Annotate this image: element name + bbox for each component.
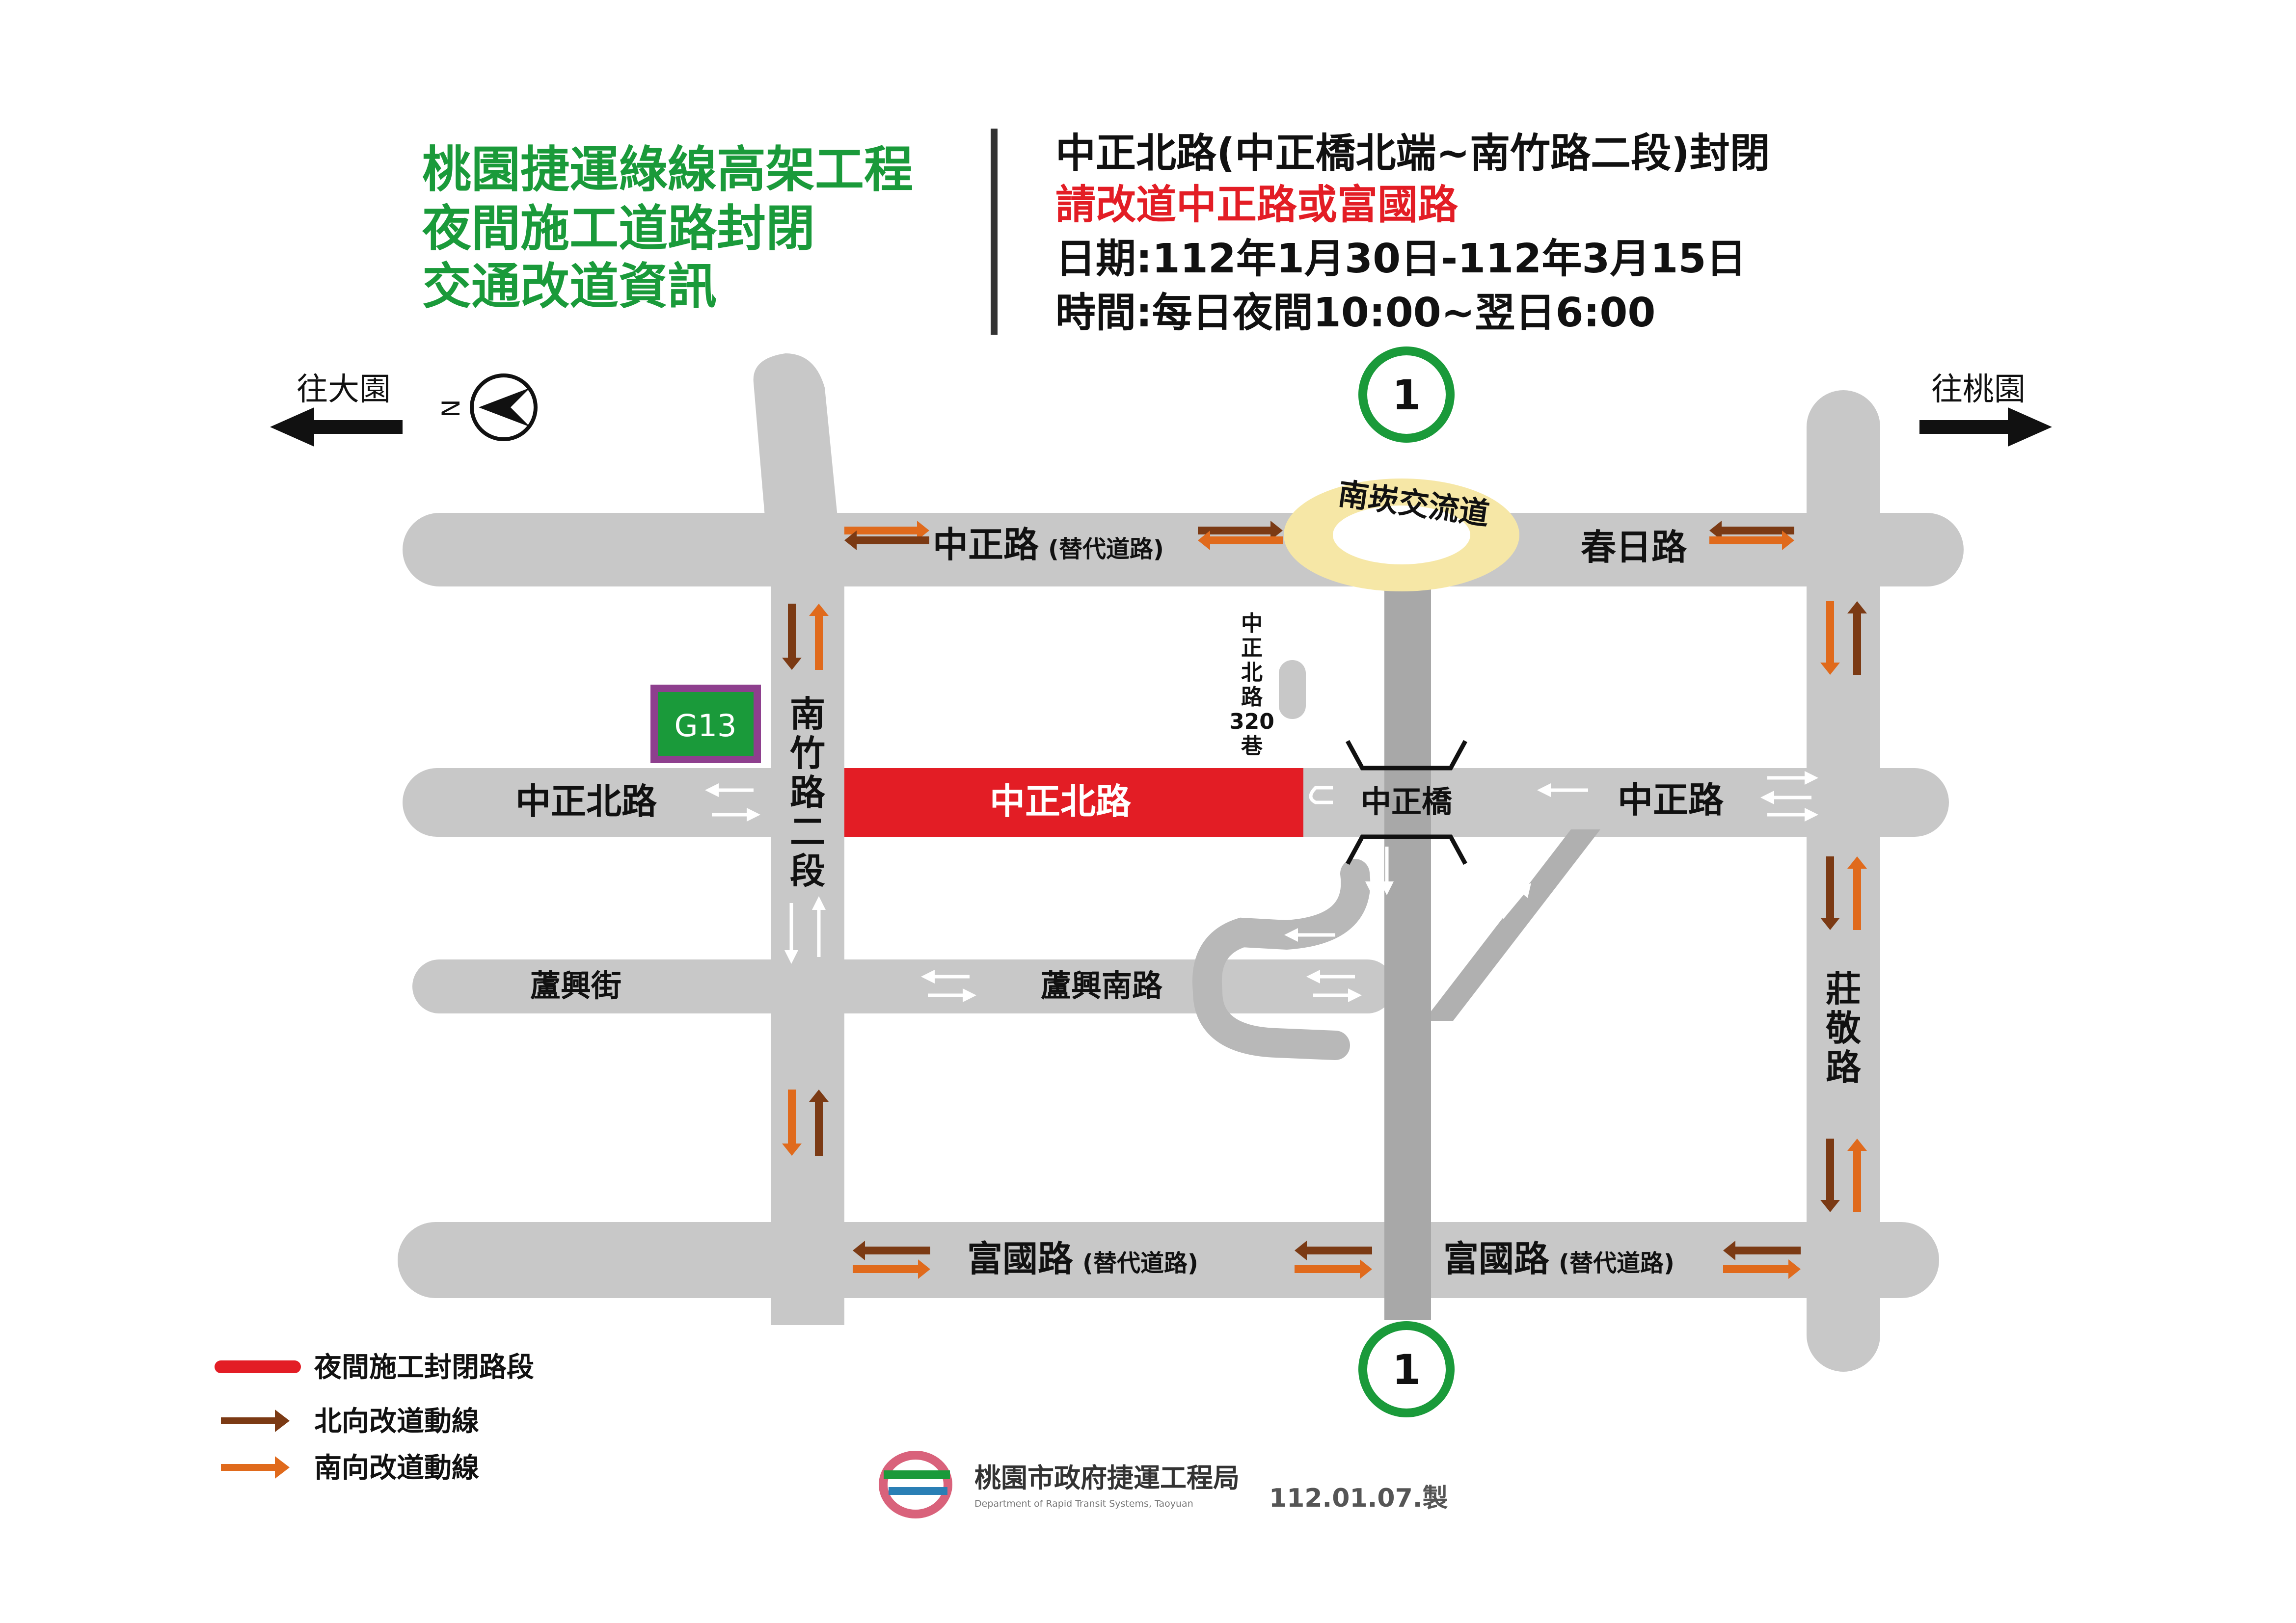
road-zhuangjing [1807,390,1880,1372]
legend-label: 南向改道動線 [314,1452,479,1484]
label-zhongzheng-top-alt: (替代道路) [1048,535,1164,563]
detour-text: 請改道中正路或富國路 [1055,182,1459,228]
road-nanzhu [771,540,844,1325]
title-line-3: 交通改道資訊 [422,258,717,315]
highway-number-bottom: 1 [1392,1346,1421,1394]
legend-item-south: 南向改道動線 [221,1452,479,1484]
highway-shield-bottom: 1 [1358,1321,1455,1417]
time-text: 時間:每日夜間10:00~翌日6:00 [1055,290,1655,336]
label-zhuangjing-char: 敬 [1825,1008,1862,1049]
closed-segment [844,768,1303,837]
label-nanzhu-char: 竹 [790,733,825,774]
label-luxing-s: 蘆興南路 [1041,968,1163,1004]
ramp-diagonal [1424,829,1600,1021]
agency-name-en: Department of Rapid Transit Systems, Tao… [974,1498,1193,1509]
lane-arrow [1501,883,1531,919]
label-fuguo-right: 富國路 [1443,1238,1550,1279]
label-lane-320: 中 正 北 路 320 巷 [1229,611,1274,759]
legend-label: 北向改道動線 [314,1406,479,1437]
label-chunri: 春日路 [1581,527,1687,568]
label-zhongzheng-right: 中正路 [1618,779,1724,821]
label-nanzhu-char: 段 [790,851,825,892]
bridge-label: 中正橋 [1361,784,1453,820]
detour-arrows-fuguo-mid [1295,1241,1372,1279]
legend-label: 夜間施工封閉路段 [314,1352,534,1384]
label-nanzhu-char: 南 [790,693,825,735]
detour-arrows-zhuangjing-1 [1820,601,1867,675]
header-title: 桃園捷運綠線高架工程 夜間施工道路封閉 交通改道資訊 [422,141,913,315]
detour-arrows-zhongzheng-right [1198,521,1283,550]
bridge-icon [1346,740,1467,865]
label-nanzhu-char: 路 [790,772,826,813]
label-zhuangjing-char: 莊 [1826,968,1861,1010]
label-fuguo-right-alt: (替代道路) [1559,1250,1675,1277]
label-lane-char: 路 [1241,685,1263,710]
label-lane-char: 中 [1241,611,1263,636]
closure-text: 中正北路(中正橋北端~南竹路二段)封閉 [1055,130,1770,177]
ramp-loop [1192,859,1371,1060]
title-line-1: 桃園捷運綠線高架工程 [422,141,913,198]
road-nanzhu-top [753,353,844,586]
lane-arrow [1488,877,1518,913]
detour-arrows-zhuangjing-3 [1820,1139,1867,1212]
made-date: 112.01.07.製 [1269,1484,1448,1513]
detour-arrows-zhongzheng-left [844,521,929,550]
interchange: 南崁交流道 [1284,476,1519,591]
date-text: 日期:112年1月30日-112年3月15日 [1055,236,1747,282]
legend: 夜間施工封閉路段 北向改道動線 南向改道動線 [215,1352,534,1484]
title-line-2: 夜間施工道路封閉 [422,200,815,257]
highway-shield-top: 1 [1358,346,1455,443]
east-arrow-icon [1919,407,2052,447]
label-zhongzheng-north: 中正北路 [515,781,657,822]
detour-arrows-chunri [1709,521,1794,550]
detour-arrows-zhuangjing-2 [1820,856,1867,930]
label-nanzhu: 南 竹 路 二 段 [790,693,826,892]
highway-1 [1384,555,1431,1320]
label-lane-char: 巷 [1241,734,1263,759]
west-arrow-icon [270,407,403,447]
lane-320 [1279,660,1306,719]
agency-name: 桃園市政府捷運工程局 [974,1463,1240,1493]
station-g13: G13 [650,685,761,763]
road-zhongzheng-top [403,513,1964,586]
road-network [398,353,1964,1372]
header-info: 中正北路(中正橋北端~南竹路二段)封閉 請改道中正路或富國路 日期:112年1月… [1055,130,1770,336]
east-direction-label: 往桃園 [1931,372,2026,408]
west-direction-label: 往大園 [297,372,391,408]
detour-arrows-fuguo-right [1723,1241,1801,1279]
station-code: G13 [675,708,737,744]
label-nanzhu-char: 二 [790,811,825,852]
legend-item-north: 北向改道動線 [221,1406,479,1437]
detour-arrows-nanzhu-top [782,604,829,670]
label-fuguo-left-alt: (替代道路) [1082,1250,1198,1277]
label-zhuangjing-char: 路 [1826,1047,1862,1088]
agency-logo [879,1451,952,1518]
label-lane-char: 正 [1241,636,1263,661]
detour-arrows-fuguo-left [853,1241,930,1279]
label-fuguo-left: 富國路 [967,1238,1074,1279]
compass-icon: N [437,373,538,441]
lane-arrows [705,771,1818,1002]
road-labels: 中正路 (替代道路) 春日路 中正北路 中正路 蘆興街 蘆興南路 富國路 (替代… [515,524,1724,1279]
header-divider [991,129,998,335]
road-fuguo [398,1222,1939,1298]
u-turn-icon [1309,786,1333,804]
label-zhongzheng-top: 中正路 [933,524,1039,565]
legend-item-closed: 夜間施工封閉路段 [215,1352,534,1384]
road-luxing [412,959,1394,1013]
label-zhuangjing: 莊 敬 路 [1825,968,1862,1088]
highway-number-top: 1 [1392,371,1421,419]
north-letter: N [437,399,465,417]
closed-segment-label: 中正北路 [990,781,1132,822]
detour-arrows-nanzhu-bottom [782,1090,829,1156]
label-luxing-st: 蘆興街 [530,968,621,1004]
label-lane-char: 320 [1229,709,1274,734]
label-lane-char: 北 [1241,660,1263,685]
